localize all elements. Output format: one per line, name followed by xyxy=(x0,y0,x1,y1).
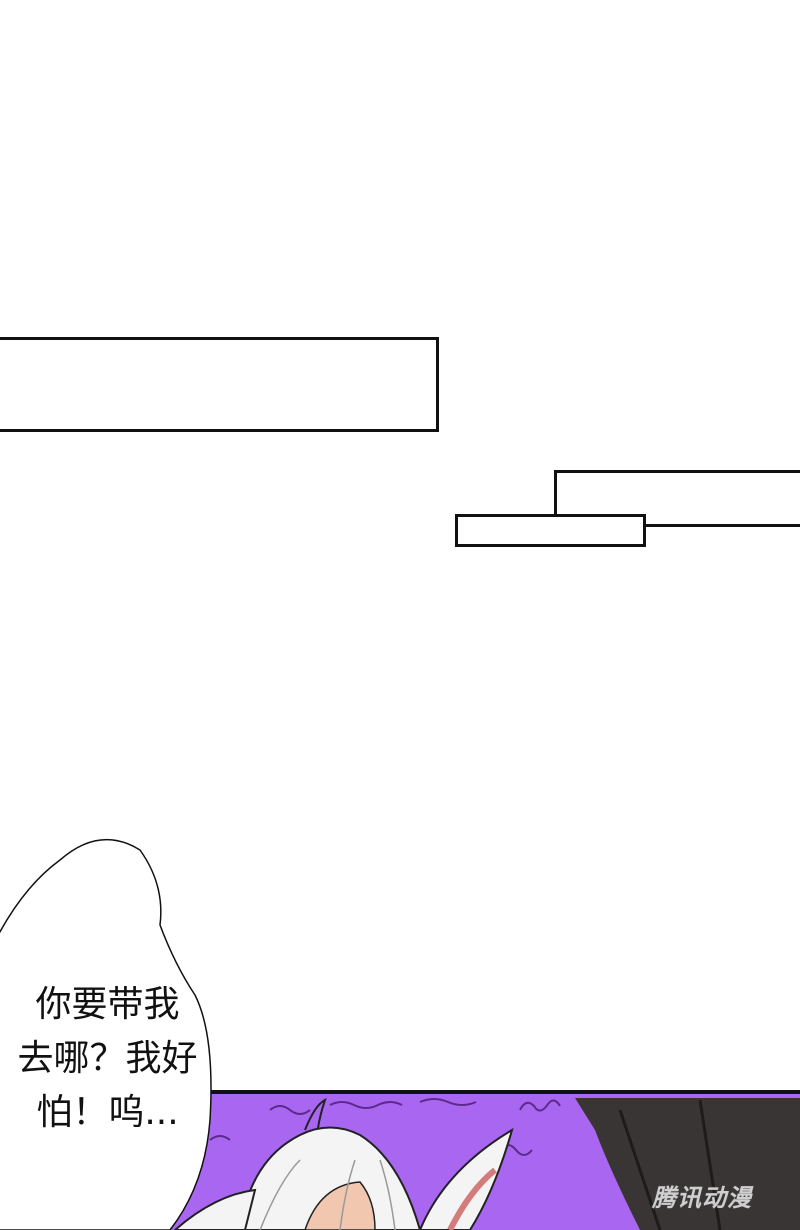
white-hair xyxy=(238,1126,422,1230)
watermark-logo: 腾讯动漫 xyxy=(652,1184,752,1212)
dark-figure xyxy=(575,1098,800,1230)
fox-ear-right xyxy=(418,1127,514,1230)
speech-line: 去哪？我好 xyxy=(17,1038,198,1079)
speech-bubble xyxy=(0,838,212,1230)
speech-line: 怕！呜... xyxy=(36,1092,179,1133)
empty-panel-frame-left xyxy=(0,337,439,432)
speech-bubble-text: 你要带我 去哪？我好 怕！呜... xyxy=(0,978,215,1140)
face-skin xyxy=(304,1181,376,1230)
fox-ear-left xyxy=(173,1188,257,1230)
empty-panel-frame-small xyxy=(455,514,646,547)
speech-line: 你要带我 xyxy=(35,984,180,1025)
